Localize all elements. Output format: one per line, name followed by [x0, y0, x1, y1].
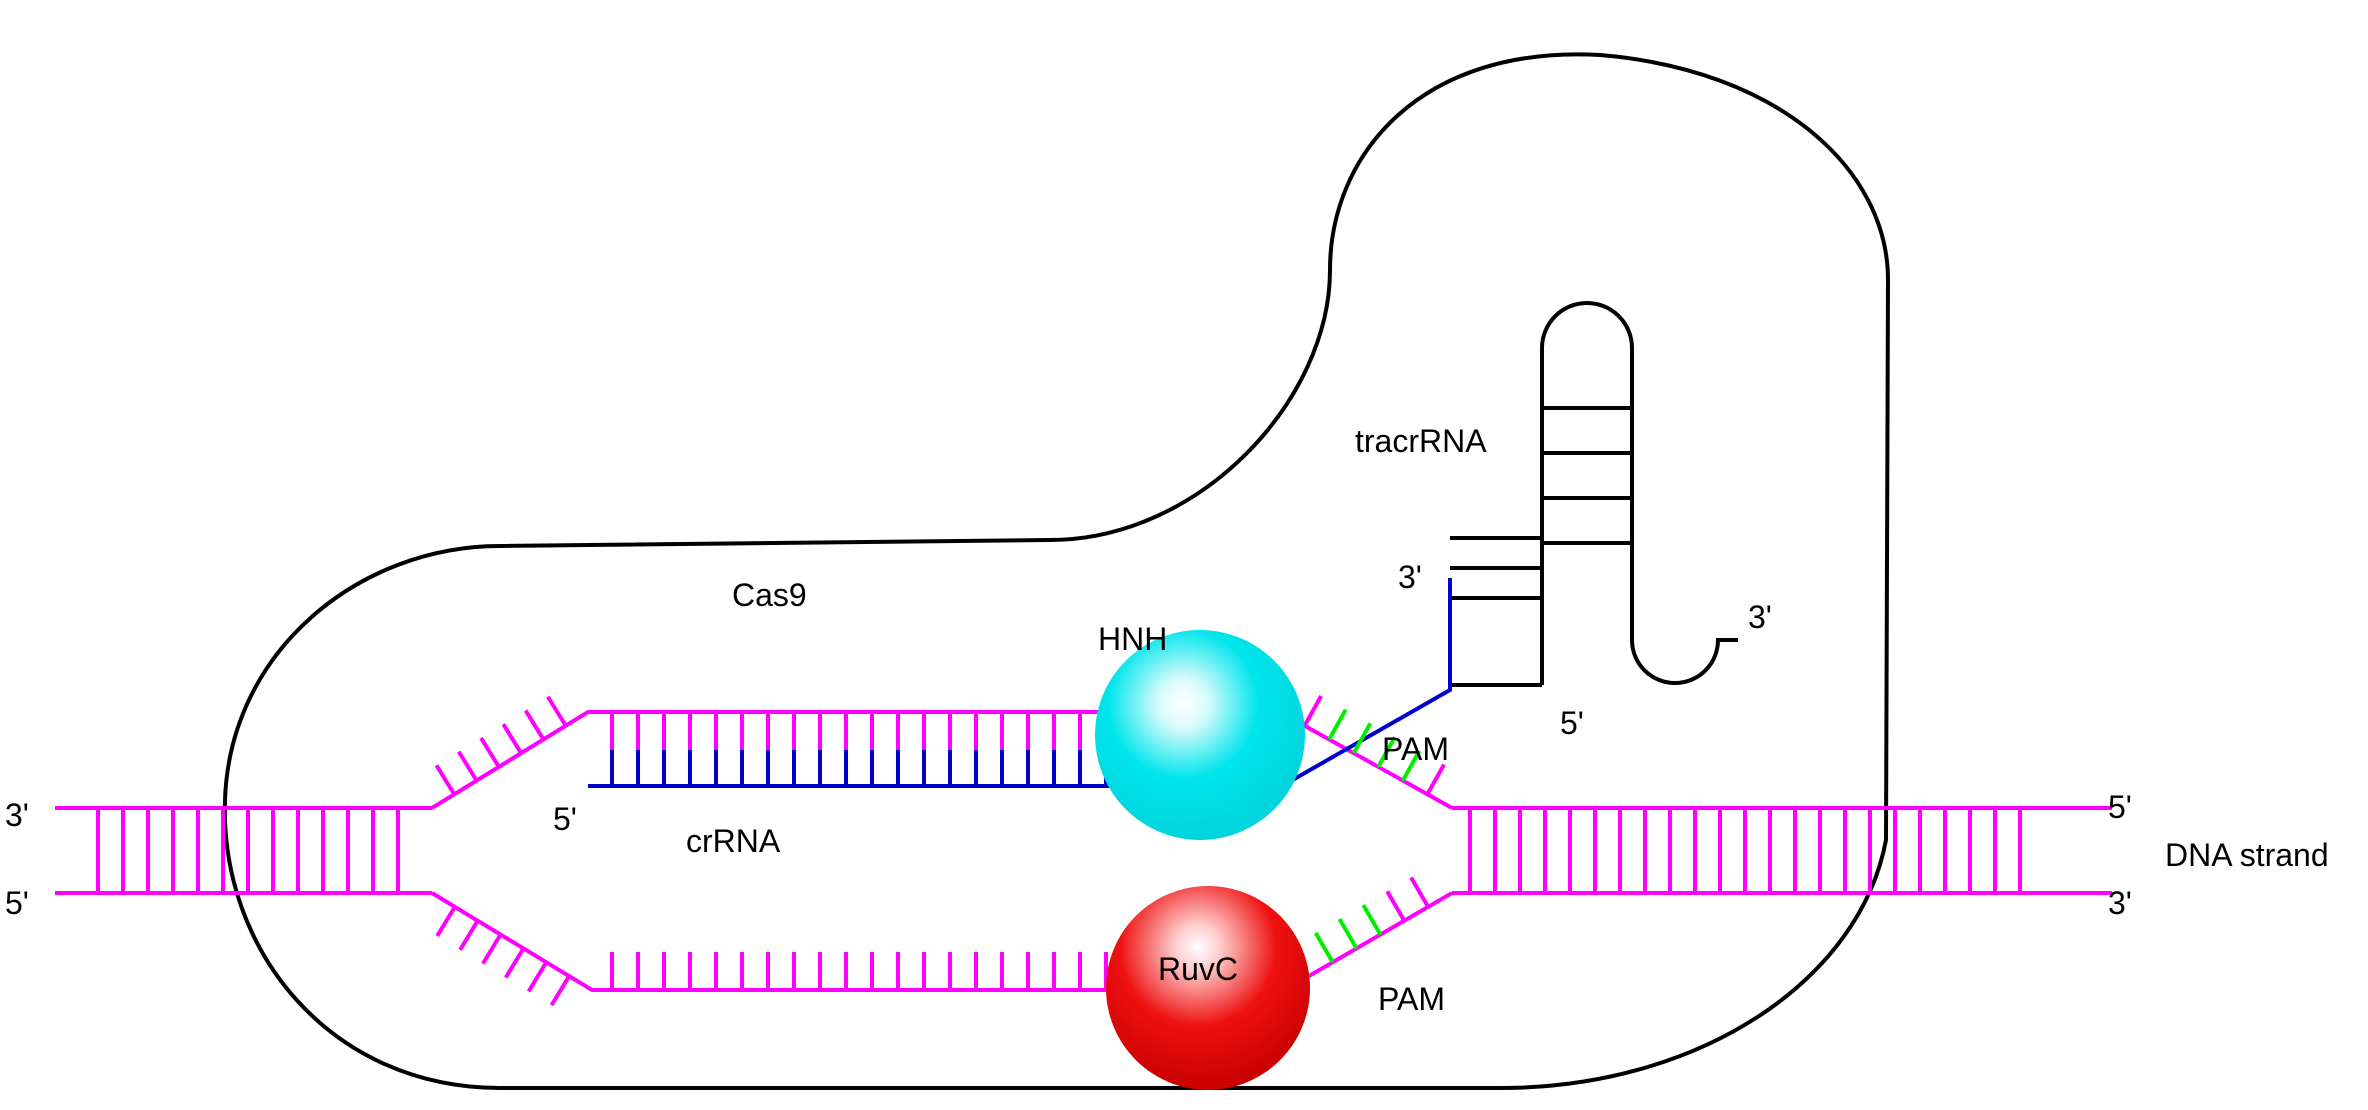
dna-base — [1425, 763, 1446, 796]
dna-base — [1376, 736, 1397, 768]
hnh-label: HNH — [1098, 621, 1167, 657]
dna-base — [434, 764, 456, 796]
tracrrna-label: tracrRNA — [1355, 423, 1487, 459]
cas9-label: Cas9 — [732, 577, 807, 613]
tracrrna-right-3prime-label: 3' — [1748, 599, 1772, 635]
tracrrna-structure — [1450, 301, 1738, 687]
ruvc-label: RuvC — [1158, 951, 1238, 987]
left-bottom-end-label: 5' — [5, 885, 29, 921]
dna-base — [1351, 722, 1373, 755]
dna-base — [526, 961, 548, 993]
dna-bubble-bottom-strand — [430, 891, 1454, 992]
dna-strand-label: DNA strand — [2165, 837, 2329, 873]
dna-base — [1385, 890, 1407, 922]
tracrrna-pairs — [1448, 406, 1632, 690]
tracrrna-tail-hook — [1630, 638, 1738, 685]
dna-base — [504, 947, 526, 979]
left-top-end-label: 3' — [5, 797, 29, 833]
base-pair-rungs — [96, 695, 2022, 1007]
hnh-domain — [1095, 630, 1305, 840]
cas9-outline — [222, 52, 1891, 1090]
dna-base — [1361, 904, 1383, 936]
dna-base — [1337, 918, 1359, 950]
ruvc-domain — [1106, 886, 1310, 1090]
dna-base — [546, 695, 568, 727]
crrna-5prime-label: 5' — [553, 801, 577, 837]
crrna-label: crRNA — [686, 823, 781, 859]
dna-base — [501, 723, 523, 755]
dna-base — [481, 933, 503, 965]
dna-base — [1409, 876, 1430, 908]
dna-base — [1302, 695, 1323, 727]
tracrrna-5prime-label: 5' — [1560, 705, 1584, 741]
dna-base — [1327, 708, 1348, 741]
dna-base — [457, 750, 479, 782]
pam-bottom-label: PAM — [1378, 981, 1445, 1017]
dna-base — [1401, 749, 1422, 782]
right-top-end-label: 5' — [2108, 789, 2132, 825]
tracrrna-top-loop — [1540, 301, 1634, 349]
dna-base — [1313, 931, 1335, 964]
pam-top-label: PAM — [1382, 731, 1449, 767]
dna-double-strand — [55, 710, 2112, 992]
dna-base — [549, 975, 571, 1007]
dna-base — [458, 919, 480, 951]
tracrrna-left-3prime-label: 3' — [1398, 559, 1422, 595]
dna-base — [523, 709, 546, 741]
dna-base — [479, 736, 501, 768]
dna-base — [435, 905, 457, 937]
dna-bubble-top-strand — [430, 710, 1453, 810]
right-bottom-end-label: 3' — [2108, 885, 2132, 921]
